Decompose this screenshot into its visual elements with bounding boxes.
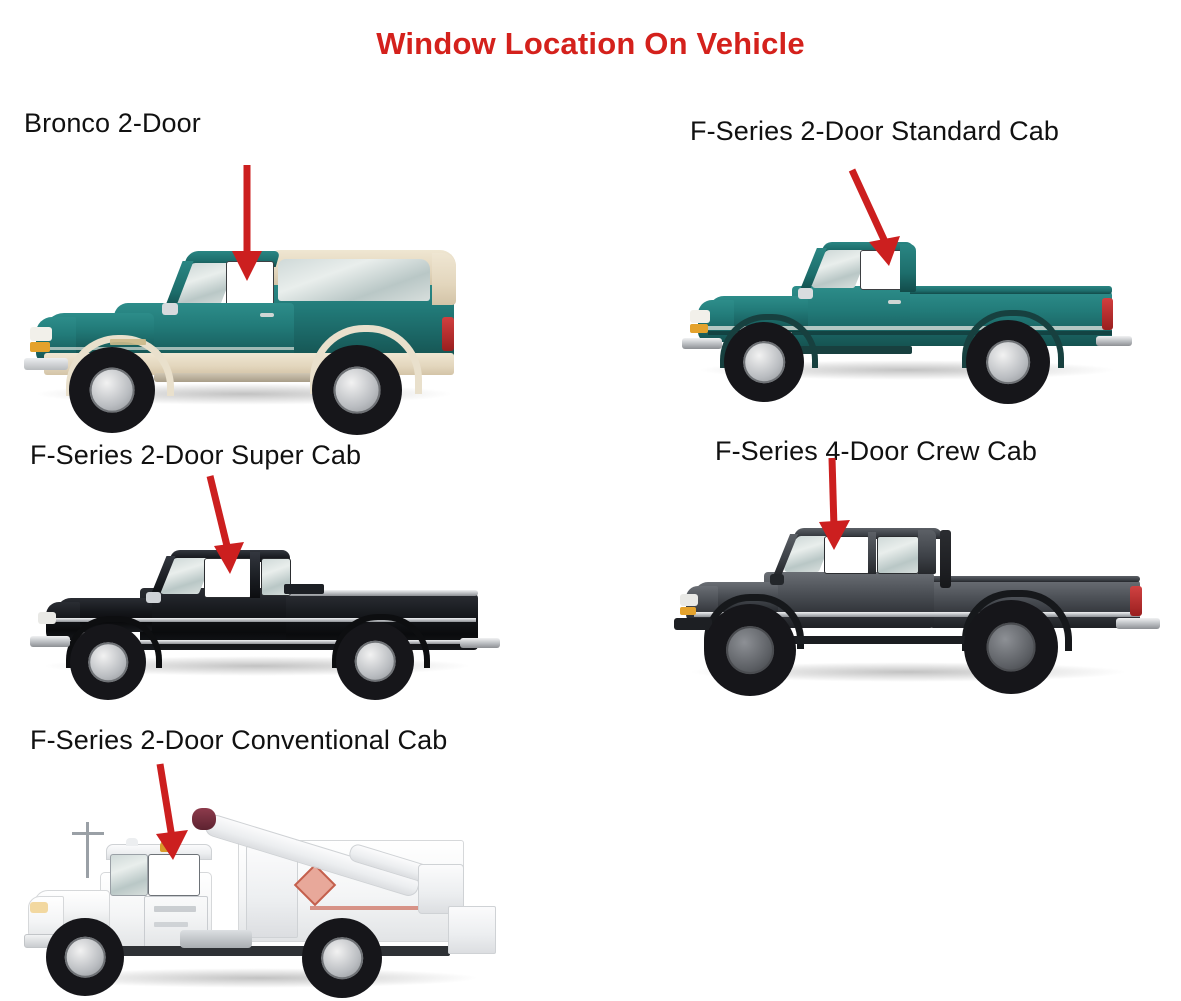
vehicle-image-f-series-4-door-crew-cab [668, 457, 1168, 696]
super-cab-front-wheel [70, 624, 146, 700]
utility-fuel-tank [180, 930, 252, 948]
crew-cab-headlight [680, 594, 698, 606]
utility-headlight [30, 902, 48, 913]
utility-front-wheel [46, 918, 124, 996]
std-cab-b-pillar [900, 244, 916, 292]
utility-rear-wheel [302, 918, 382, 998]
bronco-side-mirror [162, 303, 178, 315]
vehicle-label-f-series-2-door-standard-cab: F-Series 2-Door Standard Cab [690, 116, 1059, 146]
std-cab-bed-rail [900, 286, 1112, 294]
utility-door-lettering [154, 906, 196, 912]
super-cab-toolbox [284, 584, 324, 594]
vehicle-image-f-series-2-door-super-cab [22, 475, 512, 700]
crew-cab-side-mirror [770, 574, 784, 585]
std-cab-lower-trim [708, 331, 1112, 335]
super-cab-headlight [38, 612, 56, 624]
bronco-rear-pillar [432, 253, 456, 305]
vehicle-label-f-series-2-door-super-cab: F-Series 2-Door Super Cab [30, 440, 362, 470]
crew-cab-rear-door-window [877, 536, 919, 574]
vehicle-label-bronco-2-door: Bronco 2-Door [24, 108, 201, 138]
window-pointer-arrow-crew-cab [808, 457, 888, 578]
crew-cab-tail-light [1130, 586, 1142, 616]
crew-cab-frame-rail [748, 636, 1048, 644]
utility-door-lettering-2 [154, 922, 188, 927]
utility-roof-marker [126, 838, 138, 846]
utility-boom-tip-light [192, 808, 216, 830]
super-cab-upper-stripe [56, 618, 476, 622]
utility-antenna-mast [86, 822, 89, 878]
vehicle-image-bronco-2-door [14, 165, 474, 435]
vehicle-label-f-series-4-door-crew-cab: F-Series 4-Door Crew Cab [715, 436, 1037, 466]
std-cab-body-stripe [708, 326, 1112, 330]
crew-cab-turn-signal [680, 607, 696, 615]
utility-windshield [110, 854, 148, 896]
std-cab-side-mirror [798, 288, 813, 299]
window-pointer-arrow-standard-cab [842, 168, 932, 290]
utility-frame-rail [110, 946, 450, 956]
page-title: Window Location On Vehicle [376, 26, 805, 61]
window-pointer-arrow-bronco [218, 165, 274, 295]
bronco-tail-light [442, 317, 454, 351]
bronco-door-handle [260, 313, 274, 317]
super-cab-bed-rail [280, 590, 478, 596]
utility-cabinet-door [246, 846, 298, 938]
std-cab-tail-light [1102, 298, 1113, 330]
std-cab-door-handle [888, 300, 901, 304]
std-cab-rear-bumper [1096, 336, 1132, 346]
bronco-rear-glass [278, 259, 430, 301]
utility-driver-door-window [148, 854, 200, 896]
utility-rear-outrigger [448, 906, 496, 954]
bronco-rear-wheel-arch [310, 325, 422, 394]
window-pointer-arrow-conventional-cab [132, 763, 212, 884]
super-cab-side-mirror [146, 592, 161, 603]
std-cab-rear-wheel [966, 320, 1050, 404]
bronco-headlight [30, 327, 52, 341]
vehicle-image-f-series-2-door-standard-cab [672, 168, 1152, 404]
utility-antenna-crossbar [72, 832, 104, 835]
std-cab-front-wheel [724, 322, 804, 402]
crew-cab-rear-wheel [964, 600, 1058, 694]
super-cab-b-pillar [250, 552, 260, 598]
super-cab-rear-wheel [336, 622, 414, 700]
bronco-front-wheel [69, 347, 155, 433]
bronco-turn-signal [30, 342, 50, 352]
std-cab-headlight [690, 310, 710, 323]
crew-cab-bed-rail [930, 576, 1140, 582]
crew-cab-b-pillar [868, 532, 876, 574]
crew-cab-front-wheel [704, 604, 796, 696]
std-cab-front-bumper [682, 338, 722, 349]
bronco-rocker-step [154, 373, 329, 382]
vehicle-label-f-series-2-door-conventional-cab: F-Series 2-Door Conventional Cab [30, 725, 448, 755]
utility-boom-pedestal [418, 864, 464, 914]
crew-cab-exhaust-stack [940, 530, 951, 588]
window-pointer-arrow-super-cab [194, 475, 264, 596]
bronco-rear-wheel [312, 345, 402, 435]
super-cab-lower-stripe [56, 640, 476, 644]
super-cab-front-bumper [30, 636, 70, 647]
crew-cab-body-stripe [694, 612, 1140, 617]
utility-body-trim-line [310, 906, 462, 910]
bronco-front-bumper [24, 358, 68, 370]
super-cab-rear-bumper [460, 638, 500, 648]
crew-cab-rear-bumper [1116, 618, 1160, 629]
bronco-badge [110, 339, 146, 345]
bronco-beltline-trim [44, 347, 294, 350]
crew-cab-front-bumper [674, 618, 712, 630]
std-cab-turn-signal [690, 324, 708, 333]
crew-cab-c-pillar [918, 530, 936, 574]
std-cab-running-board [800, 346, 912, 354]
vehicle-image-f-series-2-door-conventional-cab [20, 763, 520, 998]
